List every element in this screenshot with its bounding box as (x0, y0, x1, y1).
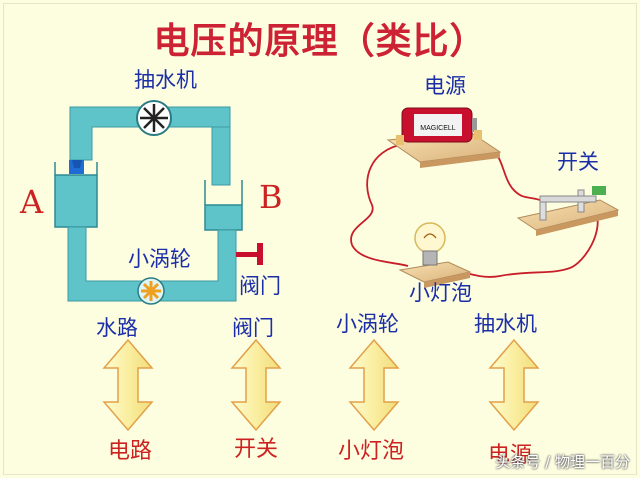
container-b (204, 204, 243, 231)
switch-label: 开关 (557, 150, 599, 174)
image-frame (3, 3, 637, 475)
analogy-top-turbine: 小涡轮 (336, 312, 399, 336)
wire-left (350, 143, 409, 267)
container-a (54, 174, 98, 228)
turbine-icon (137, 277, 165, 305)
battery-brand: MAGICELL (420, 125, 456, 132)
analogy-bottom-bulb: 小灯泡 (338, 439, 405, 464)
switch-icon (516, 186, 620, 236)
valve-label: 阀门 (239, 274, 281, 298)
turbine-label: 小涡轮 (128, 247, 191, 271)
analogy-arrows (102, 338, 540, 432)
bulb-label: 小灯泡 (409, 281, 472, 305)
bulb-icon (398, 222, 472, 288)
page-title: 电压的原理（类比） (153, 21, 487, 62)
arrow-valve-switch (230, 338, 282, 432)
analogy-top-water: 水路 (96, 316, 138, 340)
water-circuit (54, 100, 263, 305)
pump-icon (136, 100, 172, 136)
battery-icon: MAGICELL (386, 107, 502, 168)
watermark: 头条号 / 物理一百分 (495, 453, 630, 471)
label-b: B (259, 178, 283, 216)
power-source-label: 电源 (424, 74, 466, 98)
analogy-bottom-circuit: 电路 (108, 439, 153, 464)
electric-circuit: MAGICELL (350, 107, 620, 288)
analogy-top-valve: 阀门 (232, 316, 274, 340)
analogy-bottom-source: 电源 (488, 443, 533, 468)
analogy-top-pump: 抽水机 (474, 312, 537, 336)
right-pipe (211, 126, 231, 186)
arrow-pump-source (488, 338, 540, 432)
pump-label: 抽水机 (134, 68, 197, 92)
arrow-water-electric (102, 338, 154, 432)
label-a: A (20, 183, 44, 221)
wire-right-bottom (444, 209, 599, 278)
analogy-bottom-switch: 开关 (234, 437, 279, 462)
bottom-pipe (67, 226, 237, 302)
arrow-turbine-bulb (348, 338, 400, 432)
valve-handle (236, 252, 260, 257)
